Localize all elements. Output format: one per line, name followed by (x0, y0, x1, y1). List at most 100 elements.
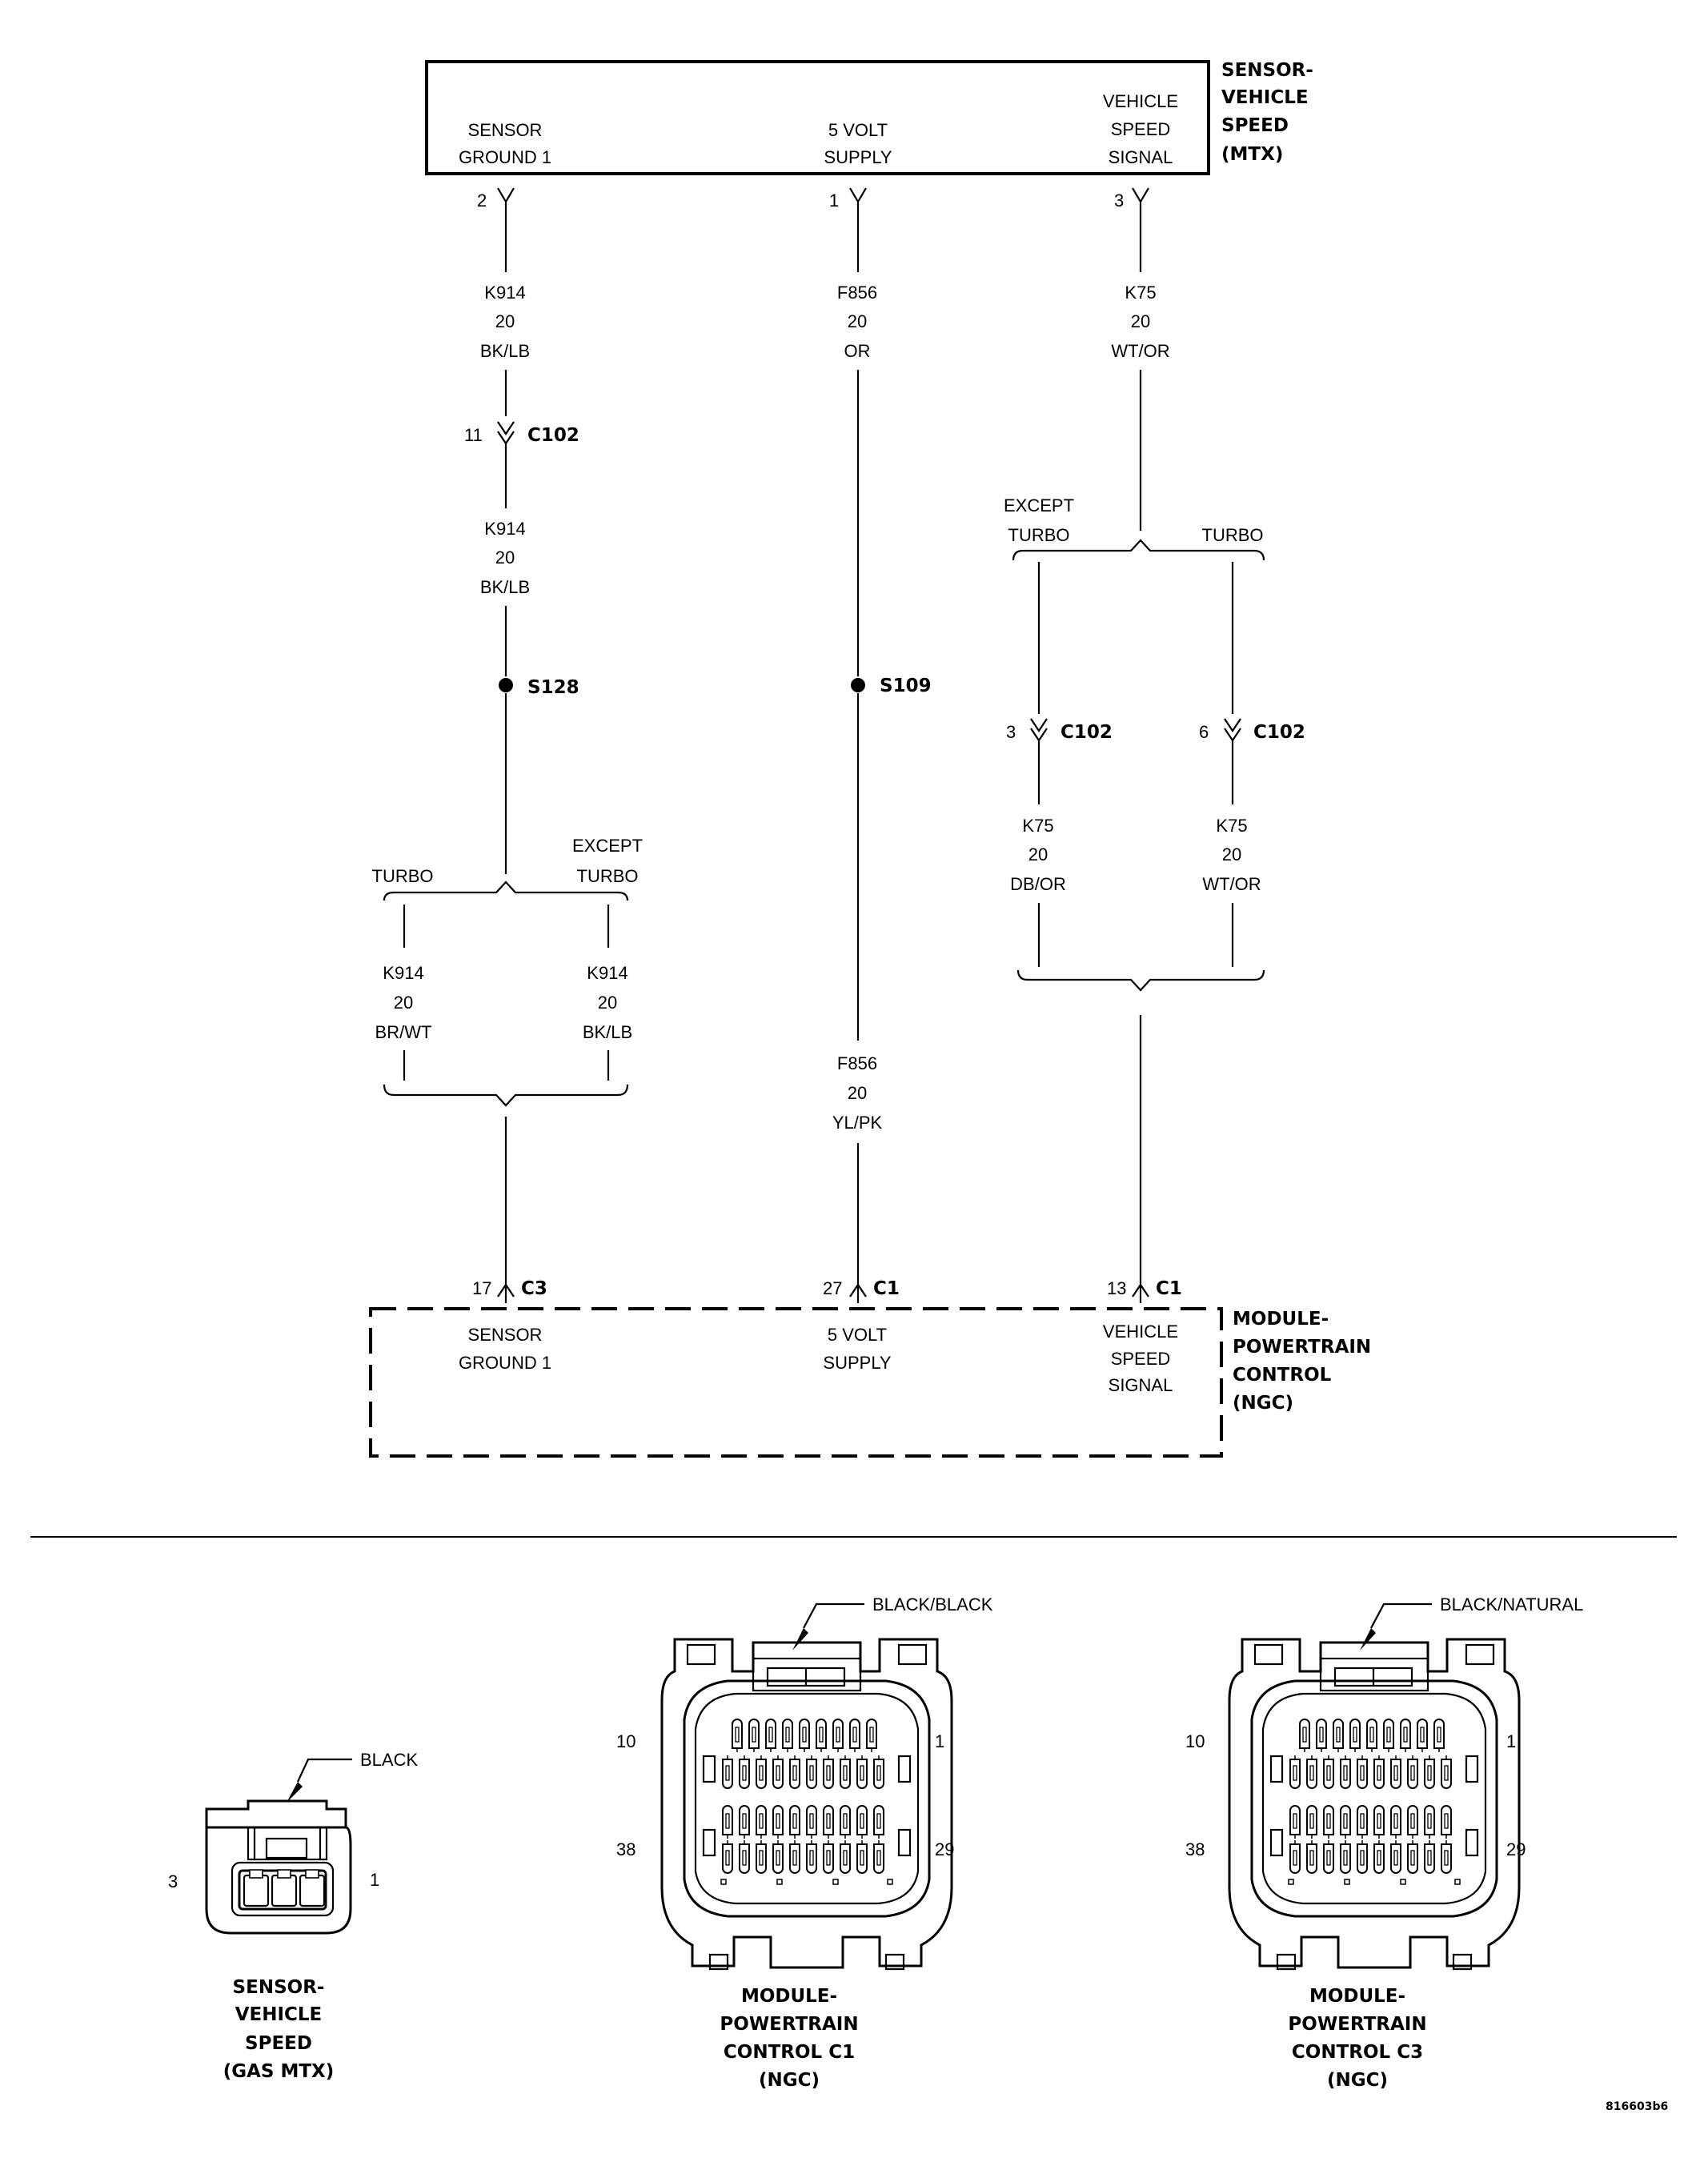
svg-text:POWERTRAIN: POWERTRAIN (1233, 1337, 1371, 1358)
svg-text:GROUND 1: GROUND 1 (459, 1353, 551, 1373)
connector-c102-signal-except: 3 C102 (1006, 718, 1113, 743)
svg-text:SPEED: SPEED (1111, 119, 1171, 139)
svg-text:SUPPLY: SUPPLY (823, 1353, 892, 1373)
svg-text:1: 1 (1506, 1731, 1516, 1751)
wire-label-signal-top: K75 20 WT/OR (1111, 283, 1169, 361)
svg-text:3: 3 (1006, 722, 1016, 742)
svg-text:VEHICLE: VEHICLE (1221, 87, 1309, 108)
svg-text:17: 17 (472, 1278, 491, 1298)
svg-text:SUPPLY: SUPPLY (824, 147, 892, 167)
svg-text:WT/OR: WT/OR (1111, 341, 1169, 361)
connector-view-pcm-c1: BLACK/BLACK 10 1 38 29 MODULE- POWERTRAI… (616, 1594, 993, 2091)
splice-s128: S128 (499, 677, 579, 698)
svg-text:20: 20 (1131, 311, 1150, 331)
wire-label-supply-top: F856 20 OR (837, 283, 877, 361)
sensor-pin-1-terminal: 1 (829, 187, 867, 272)
svg-text:VEHICLE: VEHICLE (235, 2004, 323, 2025)
svg-text:20: 20 (848, 311, 867, 331)
pcm-terminal-ground: 17 C3 (472, 1278, 547, 1303)
svg-text:SIGNAL: SIGNAL (1109, 147, 1173, 167)
branch-signal-top: EXCEPT TURBO TURBO (1004, 495, 1265, 561)
wire-label-ground-turbo: K914 20 BR/WT (375, 963, 432, 1042)
svg-text:POWERTRAIN: POWERTRAIN (1288, 2014, 1426, 2035)
svg-text:1: 1 (935, 1731, 944, 1751)
connector-view-sensor: BLACK 3 1 SENSOR- VEHICLE SPEED (GAS MTX… (168, 1750, 418, 2082)
svg-text:MODULE-: MODULE- (741, 1986, 837, 2007)
wire-label-signal-turbo: K75 20 WT/OR (1202, 816, 1261, 894)
connector-view-pcm-c3: BLACK/NATURAL 10 1 38 29 MODULE- POWERTR… (1185, 1594, 1583, 2091)
connector-c102-ground: 11 C102 (464, 421, 579, 446)
pcm-pin-signal-label: VEHICLE SPEED SIGNAL (1103, 1322, 1178, 1395)
svg-text:POWERTRAIN: POWERTRAIN (720, 2014, 858, 2035)
svg-text:BK/LB: BK/LB (583, 1022, 632, 1042)
pcm-pin-ground-label: SENSOR GROUND 1 (459, 1325, 551, 1373)
svg-text:10: 10 (1185, 1731, 1205, 1751)
sensor-pin-2-terminal: 2 (477, 187, 515, 272)
wire-label-supply-bottom: F856 20 YL/PK (832, 1053, 883, 1133)
svg-text:20: 20 (598, 993, 617, 1013)
svg-text:BK/LB: BK/LB (480, 577, 530, 597)
pcm-component-box (369, 1307, 1223, 1458)
wire-label-ground-mid: K914 20 BK/LB (480, 519, 530, 597)
sensor-pin-signal-label: VEHICLE SPEED SIGNAL (1103, 91, 1178, 167)
svg-text:TURBO: TURBO (577, 866, 639, 886)
svg-text:13: 13 (1107, 1278, 1126, 1298)
pcm-terminal-supply: 27 C1 (823, 1278, 900, 1303)
svg-text:BR/WT: BR/WT (375, 1022, 432, 1042)
svg-text:C102: C102 (527, 425, 579, 446)
svg-text:EXCEPT: EXCEPT (572, 836, 643, 856)
svg-text:BLACK/NATURAL: BLACK/NATURAL (1440, 1594, 1583, 1614)
svg-text:SPEED: SPEED (1221, 115, 1289, 136)
svg-text:6: 6 (1199, 722, 1209, 742)
svg-text:BLACK/BLACK: BLACK/BLACK (872, 1594, 993, 1614)
svg-text:GROUND 1: GROUND 1 (459, 147, 551, 167)
svg-text:3: 3 (168, 1871, 178, 1891)
svg-text:1: 1 (370, 1870, 379, 1890)
svg-text:MODULE-: MODULE- (1309, 1986, 1405, 2007)
svg-text:(MTX): (MTX) (1221, 144, 1283, 165)
pcm-component-title: MODULE- POWERTRAIN CONTROL (NGC) (1233, 1309, 1371, 1414)
svg-text:SENSOR: SENSOR (468, 1325, 543, 1345)
svg-text:38: 38 (616, 1839, 635, 1859)
svg-text:F856: F856 (837, 283, 877, 303)
svg-text:1: 1 (829, 191, 839, 211)
svg-text:SENSOR-: SENSOR- (233, 1977, 325, 1998)
svg-text:YL/PK: YL/PK (832, 1113, 883, 1133)
svg-text:3: 3 (1114, 191, 1124, 211)
svg-text:20: 20 (495, 548, 515, 568)
svg-text:VEHICLE: VEHICLE (1103, 91, 1178, 111)
branch-ground-bottom (383, 1084, 629, 1107)
pcm-terminal-signal: 13 C1 (1107, 1278, 1182, 1303)
sensor-pin-ground-label: SENSOR GROUND 1 (459, 120, 551, 167)
svg-text:TURBO: TURBO (1202, 525, 1264, 545)
svg-text:20: 20 (1222, 844, 1241, 864)
svg-text:SPEED: SPEED (1111, 1349, 1171, 1369)
svg-text:K914: K914 (587, 963, 627, 983)
svg-text:DB/OR: DB/OR (1010, 874, 1066, 894)
svg-text:29: 29 (1506, 1839, 1526, 1859)
sensor-component-title: SENSOR- VEHICLE SPEED (MTX) (1221, 60, 1313, 165)
svg-text:C102: C102 (1253, 722, 1305, 743)
branch-signal-bottom (1016, 969, 1265, 992)
svg-text:K914: K914 (484, 519, 525, 539)
svg-text:C1: C1 (873, 1278, 900, 1299)
wire-label-signal-except: K75 20 DB/OR (1010, 816, 1066, 894)
svg-text:TURBO: TURBO (372, 866, 434, 886)
branch-ground-top: TURBO EXCEPT TURBO (372, 836, 643, 901)
svg-text:CONTROL C3: CONTROL C3 (1292, 2042, 1423, 2063)
svg-text:CONTROL C1: CONTROL C1 (724, 2042, 855, 2063)
svg-text:10: 10 (616, 1731, 635, 1751)
svg-text:CONTROL: CONTROL (1233, 1365, 1332, 1386)
svg-text:K914: K914 (383, 963, 423, 983)
svg-text:SENSOR: SENSOR (468, 120, 543, 140)
svg-text:BLACK: BLACK (360, 1750, 418, 1770)
svg-text:TURBO: TURBO (1008, 525, 1070, 545)
svg-text:38: 38 (1185, 1839, 1205, 1859)
sensor-pin-supply-label: 5 VOLT SUPPLY (824, 120, 892, 167)
svg-text:WT/OR: WT/OR (1202, 874, 1261, 894)
sensor-component-box (425, 60, 1210, 175)
svg-text:(GAS MTX): (GAS MTX) (223, 2061, 335, 2082)
splice-s109: S109 (851, 676, 932, 696)
svg-text:VEHICLE: VEHICLE (1103, 1322, 1178, 1342)
